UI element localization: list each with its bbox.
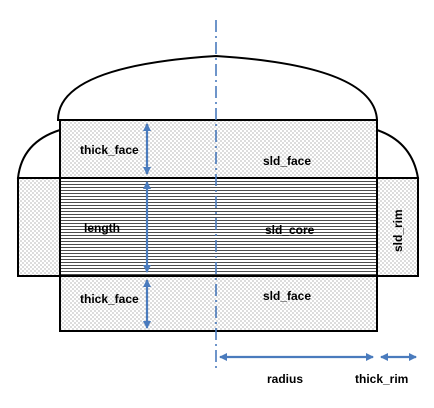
core-layer — [59, 177, 378, 277]
top-dome-cap — [56, 54, 379, 121]
radius-label: radius — [267, 372, 303, 386]
bottom-face-layer — [59, 275, 378, 332]
top-face-layer — [59, 119, 378, 179]
thick-rim-label: thick_rim — [355, 372, 408, 386]
thick-face-top-label: thick_face — [80, 143, 139, 157]
left-rim-block — [17, 177, 61, 277]
sld-rim-label: sld_rim — [391, 209, 405, 252]
thick-face-bottom-label: thick_face — [80, 292, 139, 306]
sld-face-top-label: sld_face — [263, 154, 311, 168]
sld-core-label: sld_core — [265, 223, 315, 237]
right-rim-block — [376, 177, 419, 277]
sld-face-bottom-label: sld_face — [263, 289, 311, 303]
left-rim-cap — [16, 128, 61, 179]
right-rim-cap — [376, 128, 420, 179]
length-label: length — [84, 221, 120, 235]
